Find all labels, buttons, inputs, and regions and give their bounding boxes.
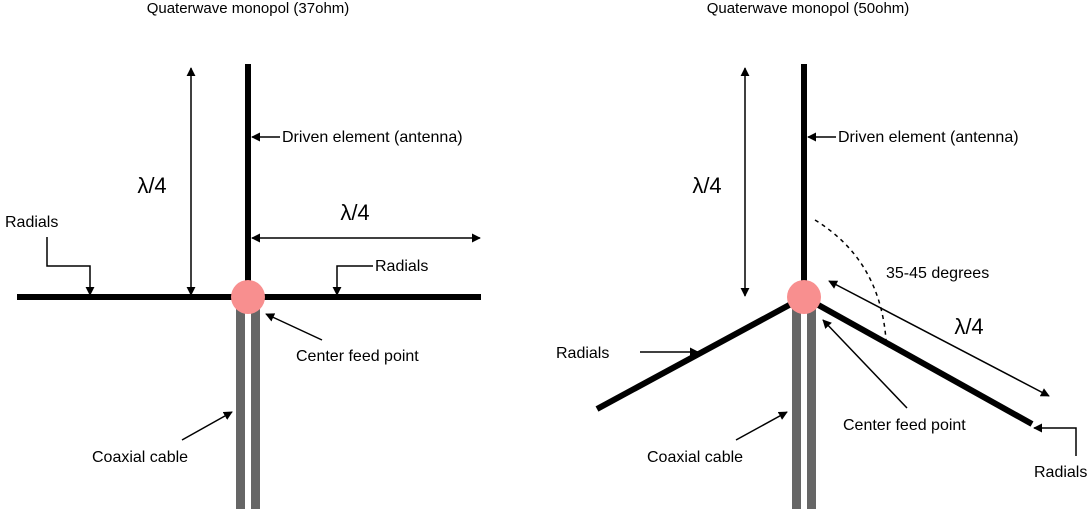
coax-pointer	[181, 411, 233, 441]
radials-right-label: Radials	[375, 258, 428, 275]
center-feed-label: Center feed point	[296, 348, 419, 365]
radials-left-label: Radials	[556, 345, 609, 362]
driven-element-label: Driven element (antenna)	[282, 129, 463, 146]
coax-conductor-right	[251, 297, 260, 509]
angle-label: 35-45 degrees	[886, 265, 989, 282]
radials-left-pointer	[46, 237, 95, 296]
radials-left-label: Radials	[5, 214, 58, 231]
coax-conductor-right	[807, 297, 816, 509]
diagram-title: Quaterwave monopol (37ohm)	[147, 0, 350, 17]
lambda-slant-label: λ/4	[954, 314, 983, 339]
lambda-vertical-label: λ/4	[692, 173, 721, 198]
coax-conductor-left	[792, 297, 801, 509]
coax-label: Coaxial cable	[647, 449, 743, 466]
driven-element-label: Driven element (antenna)	[838, 129, 1019, 146]
diagram-50ohm: Quaterwave monopol (50ohm) λ/4 λ/4 35-45…	[556, 0, 1087, 509]
radials-right-pointer	[1033, 423, 1077, 456]
diagram-title: Quaterwave monopol (50ohm)	[707, 0, 910, 17]
coax-label: Coaxial cable	[92, 449, 188, 466]
lambda-vertical-label: λ/4	[137, 173, 166, 198]
coax-conductor-left	[236, 297, 245, 509]
lambda-slant-arrow	[828, 280, 1050, 397]
diagram-37ohm: Quaterwave monopol (37ohm) λ/4 λ/4 Drive…	[5, 0, 481, 509]
radials-right-label: Radials	[1034, 464, 1087, 481]
lambda-horizontal-label: λ/4	[340, 200, 369, 225]
feed-point	[787, 280, 821, 314]
radials-right-pointer	[332, 265, 373, 296]
radial-right	[802, 294, 1034, 427]
feed-point	[231, 280, 265, 314]
angle-arc	[814, 219, 887, 341]
center-feed-pointer	[265, 313, 323, 341]
center-feed-pointer	[822, 319, 908, 409]
center-feed-label: Center feed point	[843, 417, 966, 434]
radial-left	[595, 294, 806, 412]
coax-pointer	[735, 411, 788, 441]
